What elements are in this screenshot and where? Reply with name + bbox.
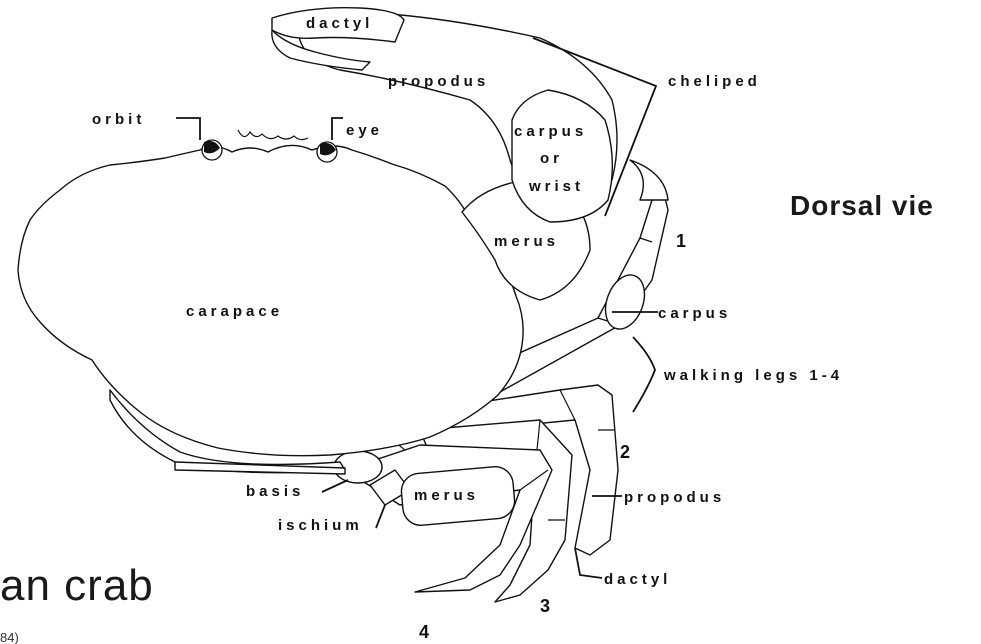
carapace-shell <box>18 145 523 455</box>
label-merus-lower: merus <box>414 487 479 504</box>
title-dorsal-view: Dorsal vie <box>790 190 934 221</box>
label-propodus-right: propodus <box>624 489 725 506</box>
label-propodus-top: propodus <box>388 73 489 90</box>
label-basis: basis <box>246 483 304 500</box>
eye-left <box>202 140 222 160</box>
label-carapace: carapace <box>186 303 283 320</box>
label-leg-1: 1 <box>676 231 686 251</box>
label-leg-2: 2 <box>620 442 630 462</box>
label-walking-legs: walking legs 1-4 <box>663 367 843 384</box>
frontal-teeth <box>238 130 308 140</box>
footnote: 84) <box>0 630 19 644</box>
label-dactyl-top: dactyl <box>306 15 373 32</box>
label-orbit: orbit <box>92 111 145 128</box>
label-leg-4: 4 <box>419 622 429 642</box>
label-ischium: ischium <box>278 517 363 534</box>
label-carpus-or-wrist-2: or <box>540 150 563 167</box>
label-carpus-or-wrist-1: carpus <box>514 123 587 140</box>
label-dactyl-bottom: dactyl <box>604 571 671 588</box>
label-eye: eye <box>346 122 383 139</box>
label-cheliped: cheliped <box>668 73 761 90</box>
title-crab: an crab <box>0 561 154 610</box>
eye-right <box>317 142 337 162</box>
label-carpus-or-wrist-3: wrist <box>528 178 584 195</box>
label-leg-3: 3 <box>540 596 550 616</box>
label-carpus-right: carpus <box>658 305 731 322</box>
label-merus-upper: merus <box>494 233 559 250</box>
